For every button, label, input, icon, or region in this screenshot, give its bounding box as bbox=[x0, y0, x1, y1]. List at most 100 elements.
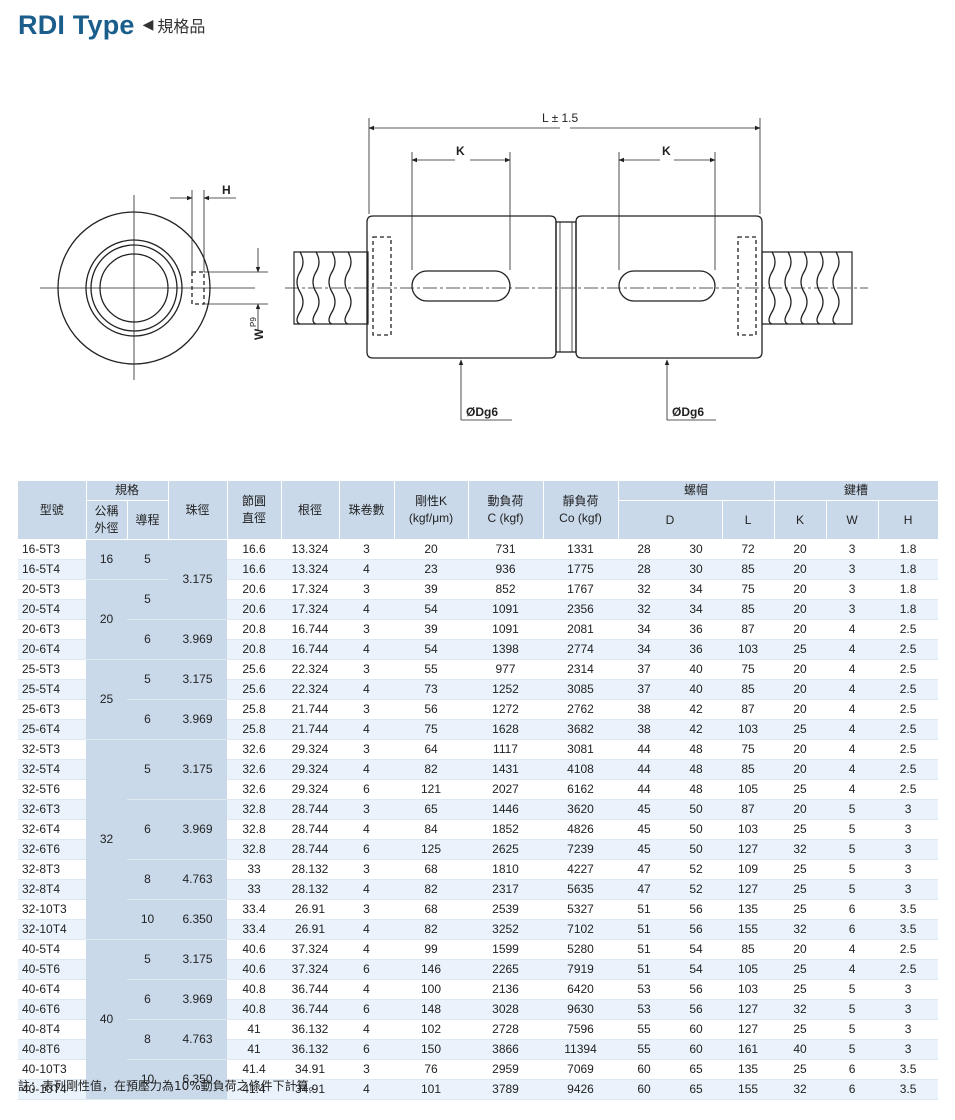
col-nominal-od: 公稱外徑 bbox=[86, 500, 128, 540]
cell-dynamic-load: 3028 bbox=[468, 999, 544, 1020]
col-ball-dia: 珠徑 bbox=[168, 481, 228, 540]
cell-turns: 4 bbox=[339, 639, 395, 660]
cell-stiffness: 102 bbox=[394, 1019, 469, 1040]
cell-root-dia: 22.324 bbox=[281, 659, 340, 680]
cell-nut-d1: 37 bbox=[618, 659, 671, 680]
cell-key-w: 5 bbox=[826, 999, 879, 1020]
cell-root-dia: 36.744 bbox=[281, 979, 340, 1000]
cell-key-h: 3 bbox=[878, 879, 939, 900]
cell-lead: 5 bbox=[127, 739, 169, 800]
cell-lead: 5 bbox=[127, 659, 169, 700]
cell-ball-dia: 3.969 bbox=[168, 699, 228, 740]
cell-nut-d2: 30 bbox=[670, 539, 723, 560]
cell-key-w: 3 bbox=[826, 539, 879, 560]
title-subtitle: 規格品 bbox=[157, 17, 206, 36]
cell-nut-d2: 60 bbox=[670, 1039, 723, 1060]
dim-d-left-label: ØDg6 bbox=[466, 405, 498, 419]
cell-key-w: 6 bbox=[826, 919, 879, 940]
dim-k-left-label: K bbox=[456, 144, 465, 158]
cell-lead: 6 bbox=[127, 979, 169, 1020]
cell-dynamic-load: 2625 bbox=[468, 839, 544, 860]
cell-dynamic-load: 1852 bbox=[468, 819, 544, 840]
cell-key-h: 1.8 bbox=[878, 539, 939, 560]
cell-pitch-circle: 20.6 bbox=[227, 579, 282, 600]
cell-stiffness: 82 bbox=[394, 919, 469, 940]
cell-model: 32-8T4 bbox=[18, 879, 86, 900]
cell-model: 32-5T3 bbox=[18, 739, 86, 760]
cell-key-k: 20 bbox=[774, 599, 827, 620]
cell-lead: 6 bbox=[127, 799, 169, 860]
cell-key-k: 25 bbox=[774, 959, 827, 980]
cell-key-h: 2.5 bbox=[878, 739, 939, 760]
cell-pitch-circle: 20.8 bbox=[227, 619, 282, 640]
cell-key-k: 25 bbox=[774, 879, 827, 900]
cell-ball-dia: 3.969 bbox=[168, 979, 228, 1020]
cell-key-h: 3 bbox=[878, 819, 939, 840]
cell-pitch-circle: 32.8 bbox=[227, 839, 282, 860]
cell-static-load: 4826 bbox=[543, 819, 619, 840]
cell-pitch-circle: 33.4 bbox=[227, 919, 282, 940]
cell-key-k: 32 bbox=[774, 999, 827, 1020]
cell-key-w: 5 bbox=[826, 839, 879, 860]
cell-static-load: 5635 bbox=[543, 879, 619, 900]
cell-root-dia: 17.324 bbox=[281, 599, 340, 620]
cell-root-dia: 28.744 bbox=[281, 819, 340, 840]
cell-dynamic-load: 3252 bbox=[468, 919, 544, 940]
cell-key-w: 4 bbox=[826, 779, 879, 800]
col-nut-l: L bbox=[722, 500, 775, 540]
cell-key-h: 2.5 bbox=[878, 779, 939, 800]
cell-dynamic-load: 2959 bbox=[468, 1059, 544, 1080]
cell-key-k: 20 bbox=[774, 539, 827, 560]
title-main: RDI Type bbox=[18, 9, 135, 40]
cell-key-w: 3 bbox=[826, 559, 879, 580]
cell-nut-l: 135 bbox=[722, 899, 775, 920]
cell-nut-l: 87 bbox=[722, 699, 775, 720]
cell-root-dia: 22.324 bbox=[281, 679, 340, 700]
cell-key-w: 5 bbox=[826, 859, 879, 880]
cell-nominal-od: 20 bbox=[86, 579, 127, 660]
cell-model: 32-10T4 bbox=[18, 919, 86, 940]
cell-turns: 4 bbox=[339, 979, 395, 1000]
cell-root-dia: 16.744 bbox=[281, 619, 340, 640]
cell-nominal-od: 16 bbox=[86, 539, 127, 580]
cell-model: 25-5T3 bbox=[18, 659, 86, 680]
cell-dynamic-load: 2136 bbox=[468, 979, 544, 1000]
cell-lead: 6 bbox=[127, 619, 169, 660]
cell-nut-d2: 50 bbox=[670, 799, 723, 820]
cell-nut-d1: 38 bbox=[618, 699, 671, 720]
dim-w-label: W bbox=[252, 328, 266, 340]
cell-key-w: 4 bbox=[826, 639, 879, 660]
cell-static-load: 4108 bbox=[543, 759, 619, 780]
col-model: 型號 bbox=[18, 481, 87, 540]
cell-nut-d2: 56 bbox=[670, 979, 723, 1000]
cell-dynamic-load: 1252 bbox=[468, 679, 544, 700]
cell-key-w: 3 bbox=[826, 599, 879, 620]
cell-nut-d1: 44 bbox=[618, 739, 671, 760]
cell-ball-dia: 3.969 bbox=[168, 619, 228, 660]
cell-nut-l: 103 bbox=[722, 979, 775, 1000]
cell-root-dia: 28.744 bbox=[281, 839, 340, 860]
cell-key-h: 1.8 bbox=[878, 559, 939, 580]
cell-key-k: 20 bbox=[774, 799, 827, 820]
cell-nut-d1: 51 bbox=[618, 899, 671, 920]
cell-turns: 4 bbox=[339, 1079, 395, 1100]
col-key-w: W bbox=[826, 500, 879, 540]
cell-dynamic-load: 2027 bbox=[468, 779, 544, 800]
cell-turns: 3 bbox=[339, 799, 395, 820]
cell-root-dia: 21.744 bbox=[281, 719, 340, 740]
cell-root-dia: 37.324 bbox=[281, 959, 340, 980]
cell-nut-d1: 38 bbox=[618, 719, 671, 740]
technical-drawing: H W P9 bbox=[40, 111, 868, 421]
cell-root-dia: 28.744 bbox=[281, 799, 340, 820]
cell-static-load: 11394 bbox=[543, 1039, 619, 1060]
